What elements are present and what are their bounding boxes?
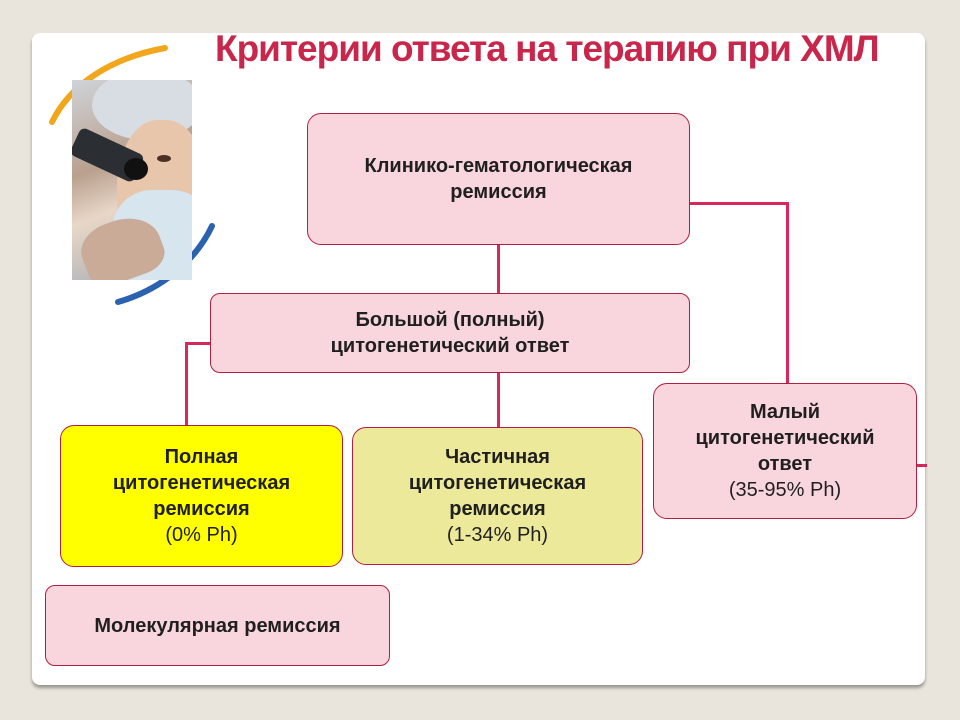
minor-line1: Малый	[749, 401, 821, 423]
minor-line2: цитогенетический	[695, 427, 875, 449]
minor-value: (35-95% Ph)	[728, 479, 842, 501]
molecular-remission-box: Молекулярная ремиссия	[45, 585, 390, 666]
connector-clinical-major	[497, 244, 500, 294]
connector-major-left-h	[185, 342, 211, 345]
connector-clinical-right-h	[689, 202, 789, 205]
partial-cytogenetic-remission-box: Частичная цитогенетическая ремиссия (1-3…	[352, 427, 643, 565]
doctor-photo	[72, 80, 192, 280]
major-line1: Большой (полный)	[355, 309, 545, 331]
molecular-line1: Молекулярная ремиссия	[94, 614, 341, 637]
major-cytogenetic-response-box: Большой (полный) цитогенетический ответ	[210, 293, 690, 373]
partial-value: (1-34% Ph)	[446, 524, 549, 546]
complete-line3: ремиссия	[153, 498, 250, 520]
partial-line2: цитогенетическая	[408, 472, 587, 494]
major-line2: цитогенетический ответ	[330, 335, 570, 357]
clinical-line2: ремиссия	[450, 181, 547, 203]
complete-value: (0% Ph)	[165, 524, 238, 546]
partial-line1: Частичная	[445, 446, 550, 468]
complete-cytogenetic-remission-box: Полная цитогенетическая ремиссия (0% Ph)	[60, 425, 343, 567]
clinical-line1: Клинико-гематологическая	[364, 155, 633, 177]
minor-line3: ответ	[757, 453, 813, 475]
partial-line3: ремиссия	[449, 498, 546, 520]
minor-cytogenetic-response-box: Малый цитогенетический ответ (35-95% Ph)	[653, 383, 917, 519]
complete-line2: цитогенетическая	[112, 472, 291, 494]
connector-major-partial	[497, 372, 500, 428]
connector-clinical-minor-v	[786, 202, 789, 384]
connector-minor-right-stub	[915, 464, 927, 467]
page-title: Критерии ответа на терапию при ХМЛ	[215, 28, 880, 69]
connector-major-complete-v	[185, 342, 188, 426]
complete-line1: Полная	[164, 446, 239, 468]
clinical-hematologic-remission-box: Клинико-гематологическая ремиссия	[307, 113, 690, 245]
